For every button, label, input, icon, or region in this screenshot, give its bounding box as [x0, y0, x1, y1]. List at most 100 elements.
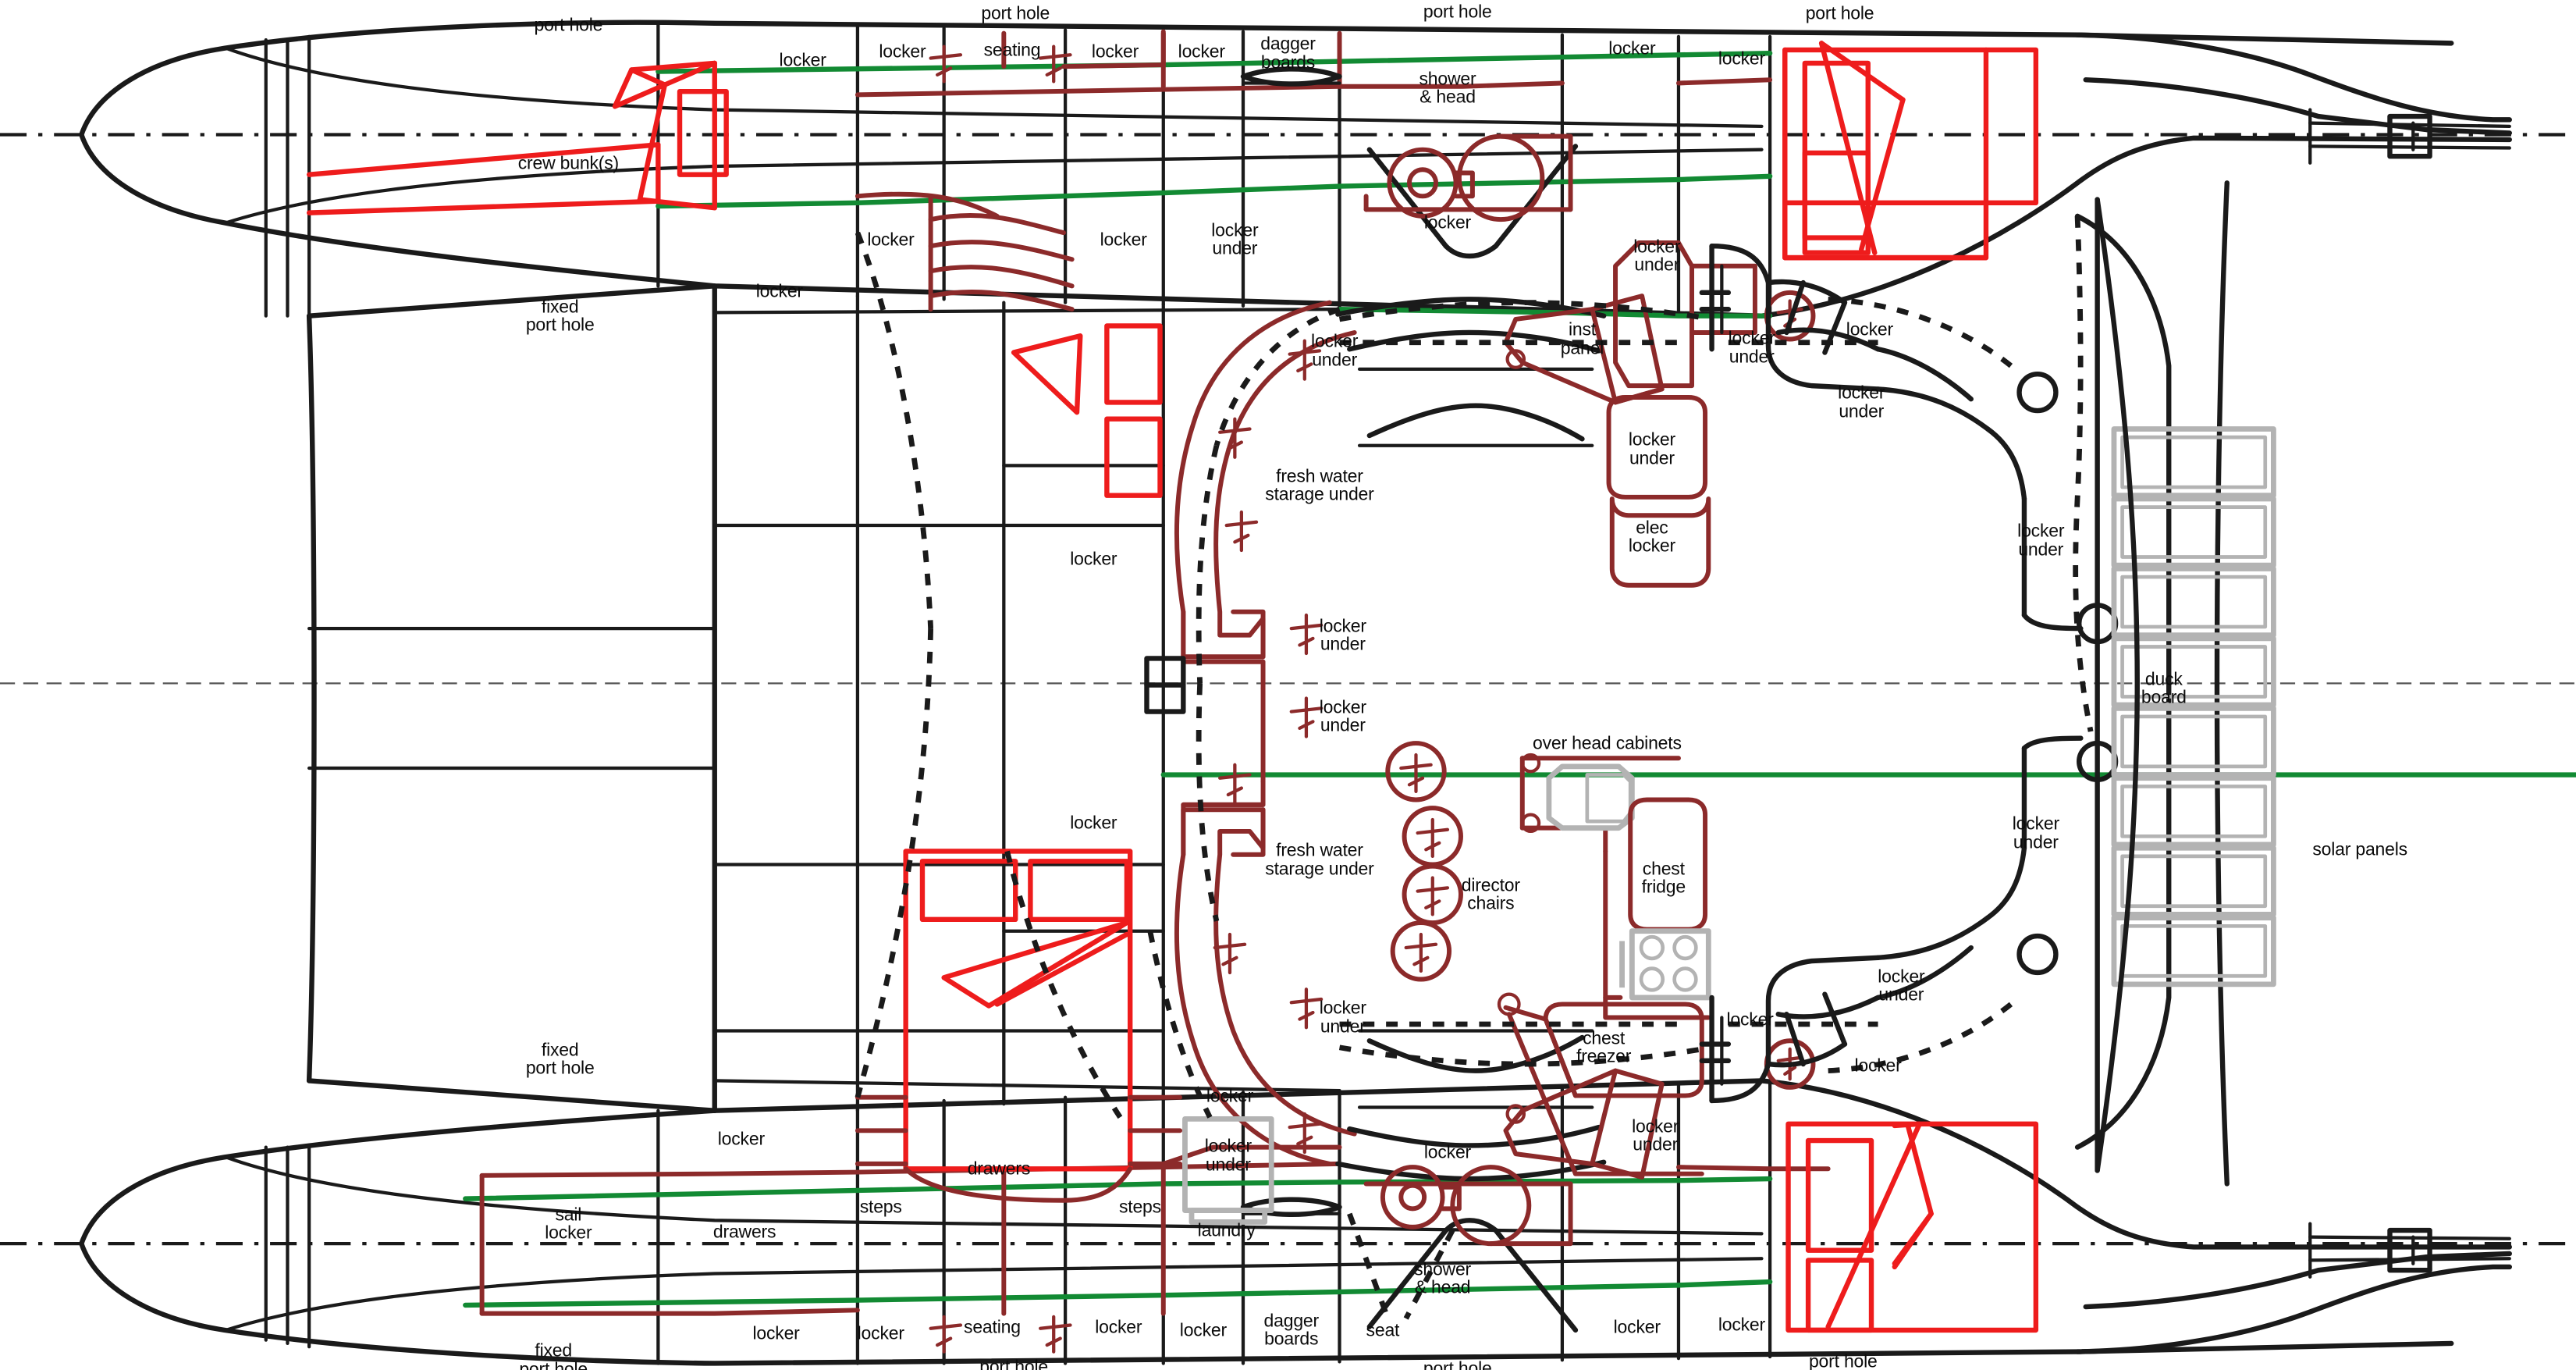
label-locker-t4: locker: [1178, 41, 1225, 62]
chest-freezer-shape: [1497, 992, 1704, 1176]
label-locker-under-j: locker under: [1632, 1116, 1679, 1155]
label-locker-t5: locker: [1608, 37, 1656, 59]
lower-hull-stern: [1759, 1078, 2513, 1354]
label-drawers-fwd: drawers: [712, 1221, 776, 1242]
label-locker-m7: locker: [717, 1128, 765, 1149]
label-locker-under-b: locker under: [1633, 236, 1681, 275]
label-locker-under-i: locker under: [1319, 998, 1366, 1037]
label-seating-bot: seating: [964, 1315, 1021, 1336]
label-port-hole-4: port hole: [1805, 2, 1874, 23]
label-steps-left: steps: [859, 1196, 902, 1217]
label-locker-b4: locker: [1179, 1319, 1227, 1340]
label-locker-m4: locker: [1070, 547, 1117, 568]
label-fixed-port-hole-1: fixed port hole: [525, 296, 595, 335]
label-shower-head-top: shower & head: [1419, 68, 1476, 107]
label-locker-b1: locker: [752, 1322, 800, 1343]
label-locker-m6: locker: [1206, 1084, 1254, 1105]
elec-locker-shape: [1606, 395, 1711, 588]
solar-panels-array: [2111, 426, 2276, 987]
label-locker-m3: locker: [755, 279, 803, 301]
deck-edge-green-upper: [656, 50, 1773, 209]
label-locker-t1: locker: [779, 48, 826, 69]
label-port-hole-6: port hole: [1423, 1358, 1492, 1370]
label-fresh-water-bot: fresh water starage under: [1265, 839, 1374, 879]
over-head-cabinets-shape: [1519, 753, 1681, 854]
toilet-sink-upper: [1363, 133, 1573, 222]
dagger-board-upper: [1240, 66, 1342, 87]
label-locker-r2: locker: [1726, 1008, 1774, 1029]
chest-fridge-shape: [1628, 797, 1708, 932]
transom-curve: [2095, 197, 2140, 1173]
label-chest-fridge: chest fridge: [1641, 858, 1686, 897]
aft-cabin-berth-upper: [1782, 41, 2039, 261]
label-seating-top: seating: [983, 39, 1041, 60]
upper-hull-stern: [1759, 32, 2513, 318]
fwd-cabin-lockers-upper: [1011, 323, 1163, 498]
label-locker-m5: locker: [1070, 812, 1117, 833]
door-dotted-lower: [1347, 1212, 1455, 1320]
label-drawers-aft: drawers: [967, 1158, 1031, 1179]
label-laundry: laundry: [1197, 1219, 1256, 1240]
label-locker-under-d: locker under: [1838, 382, 1885, 422]
label-fixed-port-hole-2: fixed port hole: [525, 1039, 595, 1078]
label-locker-b3: locker: [1095, 1315, 1142, 1336]
deck-hatch-mid-left: [1144, 656, 1186, 714]
label-locker-r1: locker: [1846, 318, 1893, 339]
label-locker-under-stern-2: locker under: [2012, 813, 2059, 852]
aft-cabin-berth-lower: [1785, 1121, 2039, 1333]
label-dagger-boards-top: dagger boards: [1260, 33, 1316, 73]
cockpit-sole: [2074, 180, 2230, 1187]
toilet-sink-lower: [1363, 1165, 1573, 1247]
cockpit-lower: [1709, 735, 2119, 1104]
label-locker-under-g: locker under: [1319, 615, 1366, 654]
label-locker-m2: locker: [1100, 228, 1147, 249]
label-locker-under-stern-1: locker under: [2017, 520, 2065, 560]
label-locker-under-e: locker under: [1311, 330, 1359, 370]
bridgedeck-outline: [306, 283, 1341, 1113]
label-steps-right: steps: [1118, 1196, 1161, 1217]
label-locker-r3: locker: [1854, 1055, 1902, 1076]
label-locker-t6: locker: [1718, 47, 1765, 68]
steps-drawers: [855, 1094, 1183, 1203]
interior-dashed-outline: [855, 231, 2013, 1119]
label-locker-b6: locker: [1718, 1314, 1765, 1335]
label-port-hole-5: port hole: [979, 1356, 1048, 1370]
label-elec-locker: elec locker: [1628, 517, 1675, 556]
director-chairs-upper: [1385, 741, 1463, 982]
label-fresh-water-top: fresh water starage under: [1265, 465, 1374, 504]
cockpit-upper: [1709, 215, 2119, 732]
label-locker-under-laundry: locker under: [1204, 1135, 1252, 1175]
label-chest-freezer: chest freezer: [1576, 1027, 1632, 1066]
label-solar-panels: solar panels: [2312, 838, 2407, 859]
label-inst-panel: inst panel: [1560, 319, 1604, 358]
label-locker-under-stern-3: locker under: [1878, 966, 1925, 1005]
deck-hatch-top: [1699, 244, 1732, 352]
label-port-hole-2: port hole: [981, 2, 1050, 23]
label-locker-under-f: locker under: [1628, 429, 1675, 468]
label-locker-hatch-bot: locker: [1423, 1141, 1472, 1162]
label-seat-bot: seat: [1366, 1319, 1400, 1340]
upper-hull-outline: [79, 20, 2454, 318]
lower-hull-frames: [656, 1080, 1772, 1365]
label-shower-head-bot: shower & head: [1414, 1258, 1472, 1297]
label-locker-under-h: locker under: [1319, 696, 1366, 735]
deck-edge-green-saloon: [1160, 306, 2576, 778]
lower-hull-outline: [79, 1078, 2454, 1366]
label-locker-b2: locker: [857, 1322, 904, 1343]
deck-edge-green-lower: [463, 1176, 1773, 1308]
crew-bunk-upper: [306, 60, 729, 215]
label-fixed-port-hole-3: fixed port hole: [519, 1340, 588, 1370]
galley-u-mid: [1181, 659, 1266, 807]
label-locker-t3: locker: [1091, 41, 1139, 62]
berth-swing-dashed: [1004, 850, 1123, 1119]
label-port-hole-3: port hole: [1423, 1, 1492, 22]
label-port-hole-1: port hole: [534, 14, 603, 35]
lower-hull-furniture: [479, 1144, 1831, 1316]
person-symbols: [929, 44, 1816, 1354]
label-port-hole-7: port hole: [1808, 1350, 1878, 1370]
label-locker-m1: locker: [867, 228, 915, 249]
upper-hull-furniture: [855, 29, 1773, 312]
label-dagger-boards-bot: dagger boards: [1263, 1310, 1320, 1349]
